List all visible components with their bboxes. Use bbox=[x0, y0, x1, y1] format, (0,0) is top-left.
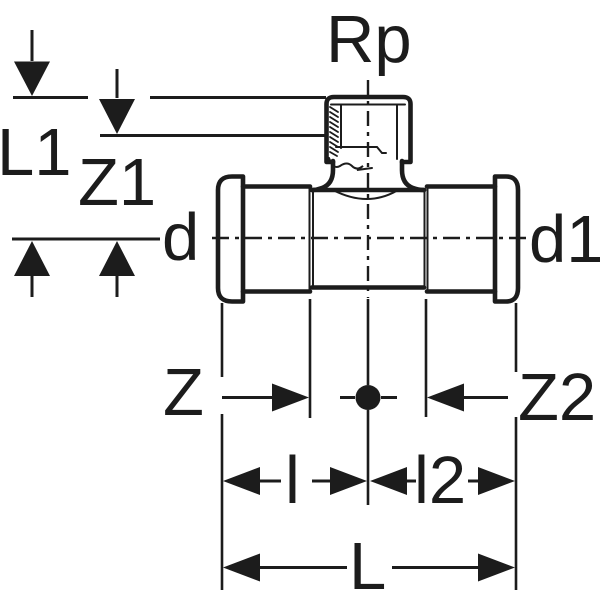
label-l2: l2 bbox=[414, 443, 466, 518]
dimension-l1-z1 bbox=[12, 30, 326, 297]
thread-end-line bbox=[335, 146, 387, 154]
l-left-arrowhead bbox=[223, 467, 260, 495]
label-d1: d1 bbox=[529, 202, 600, 277]
label-z1: Z1 bbox=[78, 145, 156, 220]
dimension-z-z2 bbox=[222, 383, 508, 412]
z1-up-arrowhead bbox=[99, 241, 135, 276]
section-break-squiggle bbox=[328, 157, 373, 171]
label-l1: L1 bbox=[0, 115, 72, 190]
label-L: L bbox=[349, 529, 386, 600]
label-z: Z bbox=[163, 355, 204, 430]
l-right-arrowhead bbox=[330, 467, 367, 495]
dimension-L bbox=[223, 553, 515, 582]
label-l: l bbox=[285, 443, 300, 518]
branch-center-dot bbox=[355, 385, 381, 410]
extension-lines bbox=[220, 299, 518, 590]
l2-right-arrowhead bbox=[478, 467, 515, 495]
dimension-l-l2 bbox=[223, 467, 515, 495]
label-rp-thread: Rp bbox=[326, 2, 412, 77]
left-press-bead bbox=[215, 174, 246, 304]
L-right-arrowhead bbox=[478, 553, 515, 582]
thread-boss bbox=[324, 94, 413, 165]
thread-hatch bbox=[329, 106, 339, 157]
l1-down-arrowhead bbox=[14, 61, 50, 96]
branch-saddle-arc bbox=[332, 189, 399, 200]
right-press-bead bbox=[492, 174, 521, 304]
l2-left-arrowhead bbox=[370, 467, 407, 495]
L-left-arrowhead bbox=[223, 553, 260, 582]
label-z2: Z2 bbox=[518, 360, 596, 435]
z2-arrowhead bbox=[427, 383, 464, 412]
centerlines bbox=[212, 80, 530, 298]
z1-down-arrowhead bbox=[99, 99, 135, 134]
branch-neck-left bbox=[309, 158, 336, 193]
l1-up-arrowhead bbox=[14, 241, 50, 276]
branch-neck-right bbox=[399, 158, 427, 193]
z-arrowhead bbox=[272, 383, 309, 412]
label-d: d bbox=[162, 200, 199, 275]
